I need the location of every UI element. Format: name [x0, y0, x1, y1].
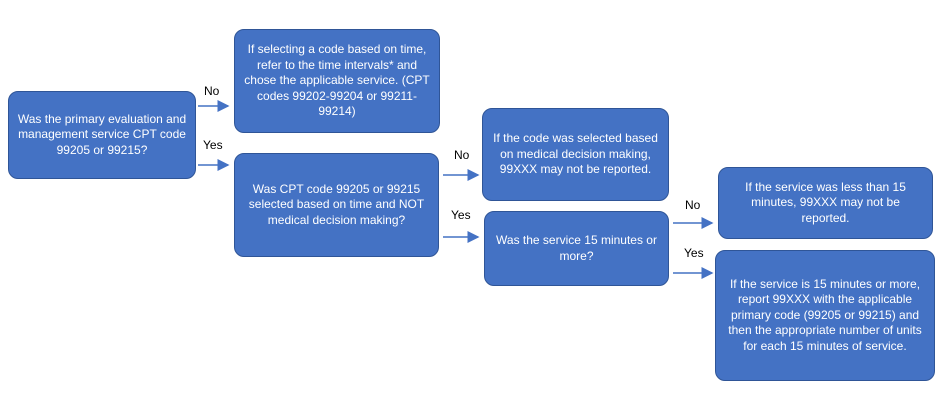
- label-yes-15: Yes: [684, 246, 704, 260]
- label-no-start: No: [204, 84, 220, 98]
- report-99xxx-text: If the service is 15 minutes or more, re…: [728, 276, 922, 353]
- fifteen-minutes-question-box: Was the service 15 minutes or more?: [484, 211, 669, 286]
- fifteen-minutes-question-text: Was the service 15 minutes or more?: [496, 233, 657, 263]
- time-select-box: If selecting a code based on time, refer…: [234, 29, 440, 133]
- time-based-question-text: Was CPT code 99205 or 99215 selected bas…: [248, 181, 425, 227]
- report-99xxx-box: If the service is 15 minutes or more, re…: [715, 250, 935, 381]
- label-yes-start: Yes: [203, 138, 223, 152]
- time-select-text: If selecting a code based on time, refer…: [244, 42, 430, 119]
- mdm-not-reported-box: If the code was selected based on medica…: [482, 108, 669, 201]
- start-question-box: Was the primary evaluation and managemen…: [8, 91, 196, 179]
- label-no-15: No: [685, 198, 701, 212]
- less-than-15-text: If the service was less than 15 minutes,…: [745, 179, 906, 225]
- label-no-time: No: [454, 148, 470, 162]
- mdm-not-reported-text: If the code was selected based on medica…: [493, 131, 658, 177]
- start-question-text: Was the primary evaluation and managemen…: [17, 111, 187, 157]
- label-yes-time: Yes: [451, 208, 471, 222]
- less-than-15-box: If the service was less than 15 minutes,…: [718, 167, 933, 239]
- time-based-question-box: Was CPT code 99205 or 99215 selected bas…: [234, 153, 439, 257]
